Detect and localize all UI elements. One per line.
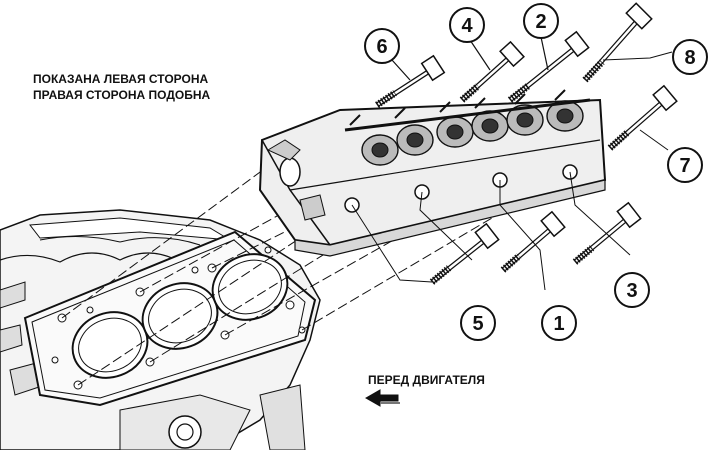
head-bolt-3 xyxy=(572,201,642,265)
callout-5-label: 5 xyxy=(472,313,483,335)
note-left-side-shown: ПОКАЗАНА ЛЕВАЯ СТОРОНА xyxy=(33,72,208,86)
callout-4: 4 xyxy=(449,7,491,71)
callout-7-label: 7 xyxy=(679,155,690,177)
callout-3: 3 xyxy=(614,272,650,308)
callout-6-label: 6 xyxy=(376,36,387,58)
note-right-side-similar: ПРАВАЯ СТОРОНА ПОДОБНА xyxy=(33,88,210,102)
head-bolt-4 xyxy=(459,40,525,103)
head-bolt-7 xyxy=(607,84,678,151)
callout-8-label: 8 xyxy=(684,47,695,69)
head-bolt-8 xyxy=(582,2,653,83)
callout-2: 2 xyxy=(523,3,559,71)
callout-8: 8 xyxy=(672,39,708,75)
callout-5: 5 xyxy=(460,305,496,341)
callout-6: 6 xyxy=(364,28,411,81)
bolt-leader-lines xyxy=(351,51,673,291)
head-gasket xyxy=(23,230,317,407)
callout-7: 7 xyxy=(667,147,703,183)
head-bolt-5 xyxy=(429,222,500,285)
head-bolt-6 xyxy=(375,54,446,108)
callout-3-label: 3 xyxy=(626,280,637,302)
callout-4-label: 4 xyxy=(461,15,473,37)
head-bolts xyxy=(375,2,678,285)
left-arrow-icon xyxy=(364,389,400,407)
callout-1: 1 xyxy=(541,305,577,341)
head-bolt-2 xyxy=(507,30,590,103)
engine-front-label: ПЕРЕД ДВИГАТЕЛЯ xyxy=(368,373,485,387)
head-bolt-1 xyxy=(500,210,566,273)
callout-2-label: 2 xyxy=(535,11,546,33)
callout-1-label: 1 xyxy=(553,313,564,335)
callouts: 6 4 2 8 7 3 1 5 xyxy=(364,3,708,341)
